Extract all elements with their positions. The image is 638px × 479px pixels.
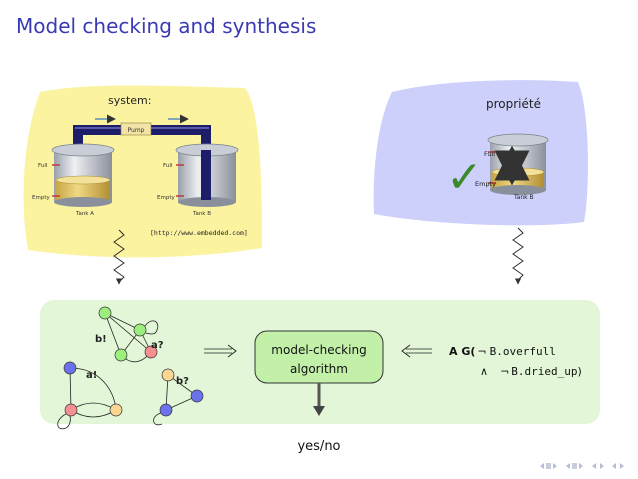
label-b-send: b!: [95, 334, 107, 345]
algorithm-line-1: model-checking: [271, 343, 366, 357]
arrow-formula-to-algorithm: [401, 344, 432, 358]
nav-search-icon[interactable]: [620, 463, 624, 469]
system-label: system:: [108, 94, 151, 107]
arrow-models-to-algorithm: [204, 344, 237, 358]
tank-b-name: Tank B: [192, 211, 211, 217]
automaton-3-node: [161, 368, 175, 382]
tank-b-empty-label: Empty: [157, 195, 175, 201]
beamer-nav[interactable]: [540, 463, 624, 469]
nav-prev-frame-icon[interactable]: [540, 463, 544, 469]
formula-and: ∧: [480, 365, 488, 378]
tank-b-full-label: Full: [163, 163, 173, 169]
formula-neg-2: ¬: [500, 365, 509, 378]
formula-line-2: ∧ ¬B.dried_up): [480, 365, 582, 378]
squiggle-arrow-right: [512, 227, 524, 285]
formula-close: ): [578, 365, 582, 378]
automaton-1-node: [133, 323, 147, 337]
pump-label: Pump: [128, 127, 145, 134]
automaton-2-node: [64, 403, 78, 417]
automaton-1-node: [98, 306, 112, 320]
nav-forward-icon[interactable]: [600, 463, 604, 469]
algorithm-line-2: algorithm: [290, 362, 348, 376]
property-tank-name: Tank B: [513, 194, 534, 201]
property-tank: Full Empty Tank B: [475, 133, 549, 201]
nav-prev-section-icon[interactable]: [566, 463, 570, 469]
automaton-1-node: [114, 348, 128, 362]
slide-title: Model checking and synthesis: [16, 14, 317, 38]
automaton-3-node: [159, 403, 173, 417]
property-empty-label: Empty: [475, 180, 496, 188]
label-a-send: a!: [86, 370, 97, 381]
automaton-3-node: [190, 389, 204, 403]
formula-prefix: A G(: [449, 345, 475, 358]
tank-a-empty-label: Empty: [32, 195, 50, 201]
automaton-2-node: [109, 403, 123, 417]
tank-b: Full Empty Tank B: [157, 143, 239, 217]
system-region: system: Pump Full: [23, 85, 262, 258]
automaton-2: a!: [57, 361, 123, 430]
label-b-receive: b?: [176, 376, 189, 387]
squiggle-arrow-left: [113, 229, 125, 285]
ctl-formula: A G(¬B.overfull ∧¬B.dried_up): [449, 345, 582, 378]
automaton-2-node: [63, 361, 77, 375]
nav-next-frame-icon[interactable]: [553, 463, 557, 469]
nav-frame-icon[interactable]: [546, 463, 551, 469]
property-full-label: Full: [484, 150, 495, 158]
output-arrow-head: [313, 406, 325, 416]
nav-search-icon[interactable]: [612, 463, 616, 469]
nav-next-section-icon[interactable]: [579, 463, 583, 469]
formula-term-2: B.dried_up: [511, 365, 577, 378]
automaton-1-node: [144, 345, 158, 359]
result-label: yes/no: [297, 439, 340, 454]
pump-box: [120, 122, 152, 136]
check-icon: ✓: [446, 152, 483, 203]
tank-a: Full Empty Tank A: [32, 143, 115, 217]
property-region: propriété ✓ Full Empty Tank B: [373, 80, 588, 226]
label-a-receive: a?: [151, 340, 164, 351]
property-label: propriété: [486, 97, 541, 111]
formula-term-1: B.overfull: [490, 345, 556, 358]
tank-a-name: Tank A: [75, 211, 94, 217]
formula-line-1: A G(¬ B.overfull: [449, 345, 556, 358]
automaton-1: b! a?: [95, 306, 164, 363]
nav-section-icon[interactable]: [572, 463, 577, 469]
nav-back-icon[interactable]: [592, 463, 596, 469]
automaton-3: b?: [153, 368, 204, 426]
tank-a-full-label: Full: [38, 163, 48, 169]
system-citation: [http://www.embedded.com]: [150, 229, 248, 237]
formula-neg-1: ¬: [477, 345, 486, 358]
